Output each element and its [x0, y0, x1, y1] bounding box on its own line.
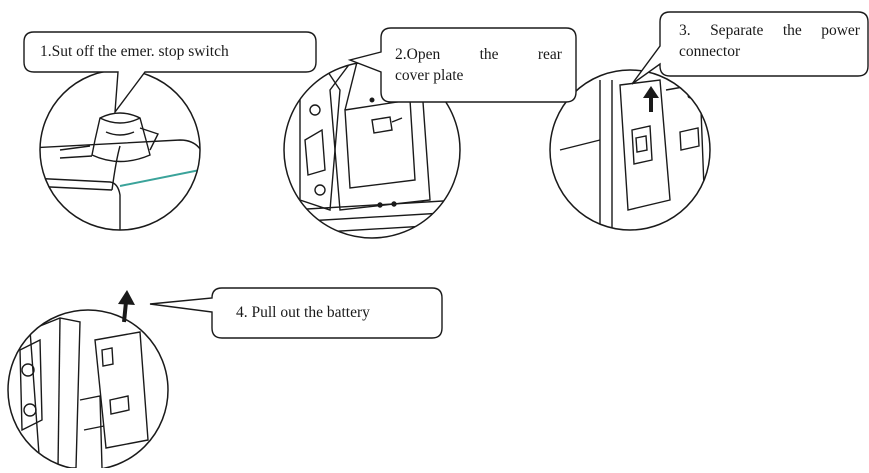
step4-label: 4. Pull out the battery	[236, 302, 370, 323]
step3-word: Separate	[710, 20, 763, 41]
step3-line2: connector	[679, 41, 860, 62]
step3-label: 3. Separate the power connector	[679, 20, 860, 62]
step2-word: 2.Open	[395, 44, 440, 65]
step3-word: the	[783, 20, 802, 41]
step3-word: power	[821, 20, 860, 41]
step3-word: 3.	[679, 20, 691, 41]
step2-word: rear	[538, 44, 562, 65]
step2-label: 2.Open the rear cover plate	[395, 44, 562, 86]
step2-word: the	[480, 44, 499, 65]
step2-line2: cover plate	[395, 65, 562, 86]
step4-illustration	[8, 290, 168, 468]
step2-line1: 2.Open the rear	[395, 44, 562, 65]
step3-line1: 3. Separate the power	[679, 20, 860, 41]
step1-label: 1.Sut off the emer. stop switch	[40, 41, 229, 62]
